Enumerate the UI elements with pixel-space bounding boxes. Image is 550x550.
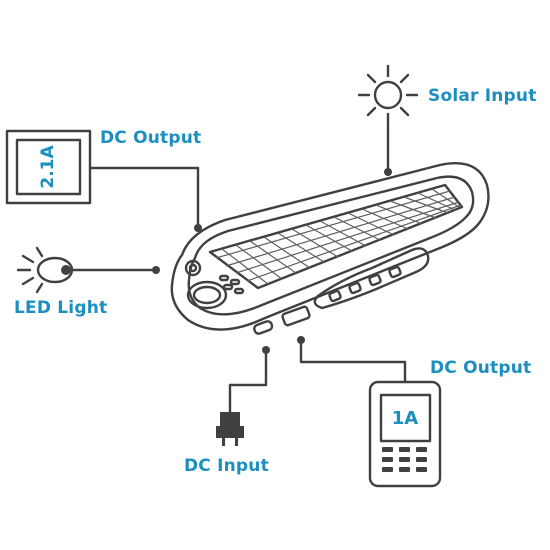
- led-light-connector: [70, 266, 160, 274]
- sun-icon: [357, 64, 419, 126]
- power-bank: [170, 162, 490, 335]
- dc-output-top-label: DC Output: [100, 128, 202, 148]
- dc-output-bottom-connector: [297, 336, 407, 384]
- solar-input-label: Solar Input: [428, 86, 537, 106]
- dc-output-top-connector: [88, 166, 202, 232]
- led-bulb-icon: [16, 246, 74, 294]
- dc-input-connector: [228, 346, 270, 414]
- phone-current-label: 1A: [392, 408, 419, 429]
- tablet-current-label: 2.1A: [38, 145, 58, 189]
- led-light-label: LED Light: [14, 298, 108, 318]
- dc-input-label: DC Input: [184, 456, 269, 476]
- solar-input-connector: [384, 123, 392, 176]
- dc-output-bottom-label: DC Output: [430, 358, 532, 378]
- phone-device: [368, 380, 442, 488]
- usb-plug-icon: [216, 412, 244, 446]
